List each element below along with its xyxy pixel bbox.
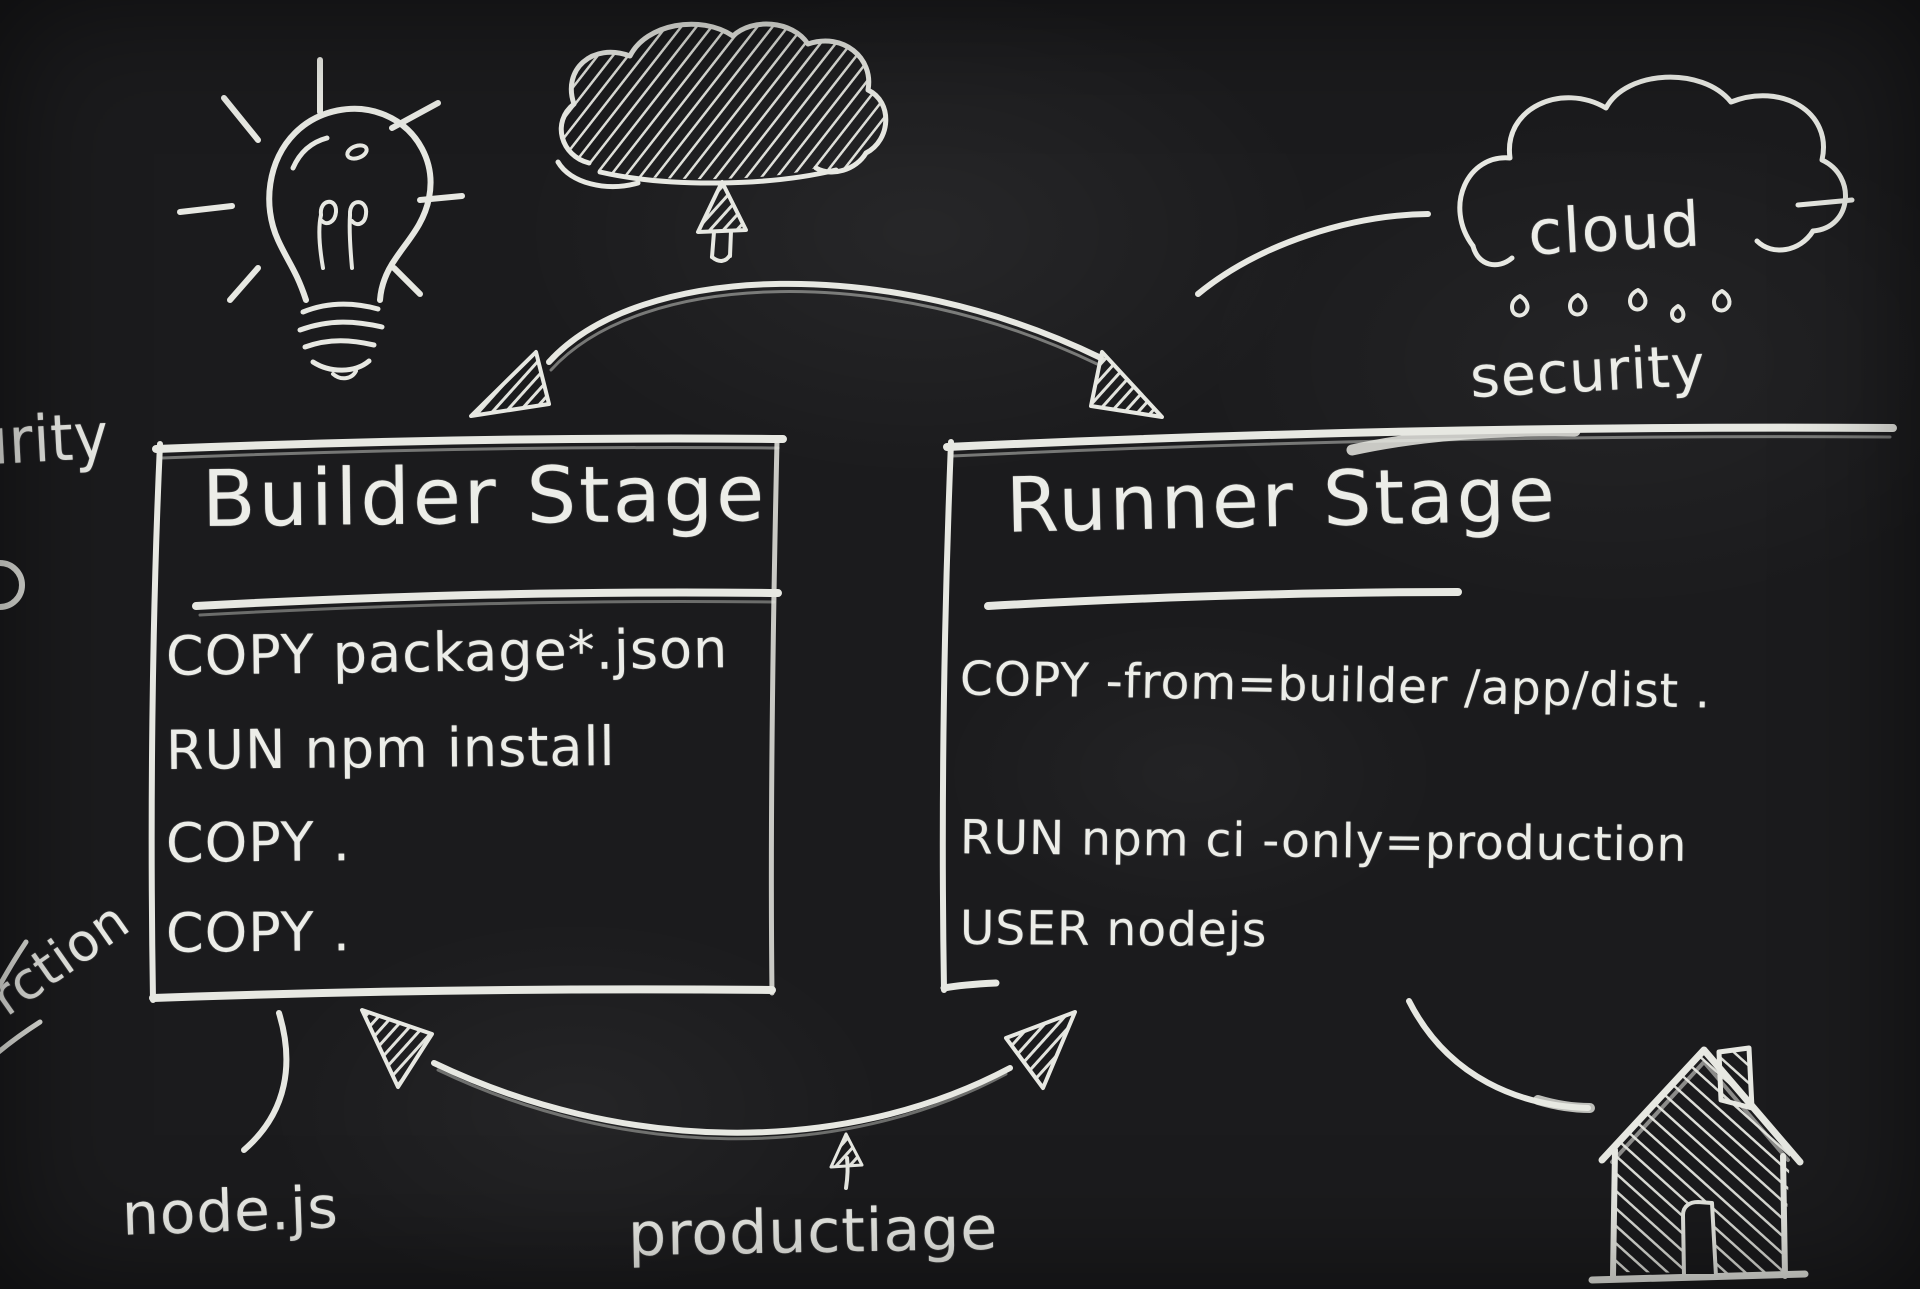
top-arc (469, 280, 1164, 419)
left-fragment-security: urity (0, 399, 111, 481)
dockerfile-line: COPY . (165, 900, 352, 965)
dockerfile-line: RUN npm install (165, 715, 616, 782)
productiage-label: productiage (627, 1193, 999, 1271)
security-label: security (1468, 332, 1708, 412)
deploy-swoosh (1406, 998, 1595, 1113)
runner-box-outline (939, 423, 1897, 993)
up-arrow-icon (696, 180, 748, 263)
dockerfile-line: RUN npm ci -only=production (959, 810, 1688, 873)
dockerfile-line: COPY package*.json (165, 617, 729, 688)
house-door-icon (1681, 1200, 1718, 1278)
arrowhead-left-icon (360, 1008, 434, 1089)
cloud-label: cloud (1526, 187, 1703, 270)
lightbulb-icon (177, 57, 465, 381)
node-curve (241, 1010, 290, 1153)
left-edge-fragments (0, 560, 43, 1055)
dockerfile-line: COPY . (165, 810, 352, 875)
bottom-arc (360, 1008, 1077, 1141)
dockerfile-line: COPY -from=builder /app/dist . (959, 651, 1712, 720)
nodejs-label: node.js (120, 1173, 340, 1249)
raindrops-icon (1510, 288, 1732, 323)
swoosh-to-cloud (1195, 211, 1431, 297)
builder-stage-title: Builder Stage (201, 449, 768, 545)
builder-box-outline (148, 434, 787, 1003)
arrowhead-left-icon (469, 350, 551, 418)
arrowhead-right-icon (1089, 350, 1164, 419)
house-icon (1588, 1045, 1809, 1284)
dockerfile-line: USER nodejs (959, 900, 1268, 959)
upload-cloud-icon (555, 21, 889, 189)
runner-stage-title: Runner Stage (1005, 449, 1559, 550)
arrowhead-right-icon (1004, 1010, 1077, 1090)
productiage-arrow-icon (829, 1132, 864, 1190)
